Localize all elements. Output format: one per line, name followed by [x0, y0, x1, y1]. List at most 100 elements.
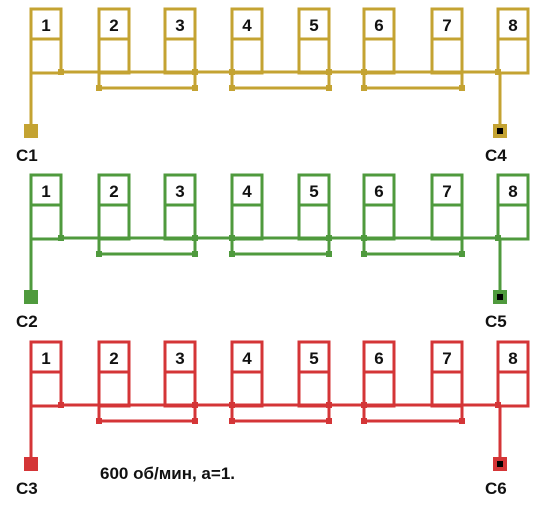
coil-box [97, 173, 131, 207]
start-terminal [24, 290, 38, 304]
joint-dot [58, 235, 64, 241]
coil-box [230, 340, 264, 374]
coil-number-label: 4 [242, 16, 252, 35]
coil-number-label: 7 [442, 182, 451, 201]
coil-number-label: 2 [109, 16, 118, 35]
start-terminal [24, 124, 38, 138]
coil-leg [430, 39, 464, 75]
coil-number-label: 3 [175, 182, 184, 201]
end-terminal-mark [497, 128, 503, 134]
end-terminal-label: C6 [485, 479, 507, 498]
joint-dot [361, 85, 367, 91]
coil-leg [97, 372, 131, 408]
coil-leg [297, 205, 331, 241]
coil-number-label: 8 [508, 16, 517, 35]
coil-box [29, 7, 63, 41]
coil-box [297, 173, 331, 207]
coil-number-label: 4 [242, 349, 252, 368]
end-terminal-label: C4 [485, 146, 507, 165]
coil-box [230, 173, 264, 207]
coil-leg [29, 372, 63, 408]
coil-number-label: 5 [309, 182, 318, 201]
coil-box [297, 340, 331, 374]
coil-number-label: 8 [508, 182, 517, 201]
coil-leg [97, 205, 131, 241]
joint-dot [326, 418, 332, 424]
joint-dot [495, 69, 501, 75]
coil-box [163, 173, 197, 207]
coil-box [496, 340, 530, 374]
coil-number-label: 8 [508, 349, 517, 368]
coil-box [297, 7, 331, 41]
coil-box [163, 340, 197, 374]
coil-leg [496, 372, 530, 408]
joint-dot [58, 402, 64, 408]
joint-dot [361, 418, 367, 424]
coil-leg [97, 39, 131, 75]
coil-box [430, 340, 464, 374]
coil-box [430, 173, 464, 207]
coil-box [97, 340, 131, 374]
coil-leg [496, 39, 530, 75]
end-terminal-label: C5 [485, 312, 507, 331]
coil-leg [163, 39, 197, 75]
coil-box [496, 7, 530, 41]
coil-leg [362, 205, 396, 241]
coil-leg [230, 372, 264, 408]
coil-box [230, 7, 264, 41]
coil-leg [29, 205, 63, 241]
coil-leg [430, 205, 464, 241]
joint-dot [326, 251, 332, 257]
joint-dot [326, 85, 332, 91]
coil-number-label: 6 [374, 16, 383, 35]
coil-leg [230, 205, 264, 241]
coil-box [362, 173, 396, 207]
end-terminal-mark [497, 461, 503, 467]
start-terminal-label: C1 [16, 146, 38, 165]
coil-number-label: 2 [109, 349, 118, 368]
joint-dot [96, 418, 102, 424]
coil-leg [230, 39, 264, 75]
coil-leg [163, 372, 197, 408]
coil-leg [362, 372, 396, 408]
joint-dot [495, 235, 501, 241]
coil-number-label: 2 [109, 182, 118, 201]
coil-leg [297, 372, 331, 408]
coil-number-label: 5 [309, 349, 318, 368]
coil-leg [29, 39, 63, 75]
start-terminal [24, 457, 38, 471]
coil-box [362, 340, 396, 374]
joint-dot [229, 418, 235, 424]
coil-box [97, 7, 131, 41]
coil-number-label: 1 [41, 16, 50, 35]
coil-box [362, 7, 396, 41]
joint-dot [96, 251, 102, 257]
joint-dot [229, 251, 235, 257]
coil-number-label: 6 [374, 349, 383, 368]
joint-dot [459, 251, 465, 257]
coil-number-label: 3 [175, 349, 184, 368]
joint-dot [361, 251, 367, 257]
coil-number-label: 7 [442, 349, 451, 368]
joint-dot [459, 85, 465, 91]
coil-leg [362, 39, 396, 75]
coil-box [496, 173, 530, 207]
joint-dot [96, 85, 102, 91]
joint-dot [58, 69, 64, 75]
coil-box [29, 173, 63, 207]
joint-dot [229, 85, 235, 91]
coil-number-label: 1 [41, 182, 50, 201]
coil-number-label: 6 [374, 182, 383, 201]
coil-number-label: 3 [175, 16, 184, 35]
coil-leg [163, 205, 197, 241]
coil-leg [496, 205, 530, 241]
end-terminal-mark [497, 294, 503, 300]
coil-box [29, 340, 63, 374]
joint-dot [192, 418, 198, 424]
start-terminal-label: C3 [16, 479, 38, 498]
